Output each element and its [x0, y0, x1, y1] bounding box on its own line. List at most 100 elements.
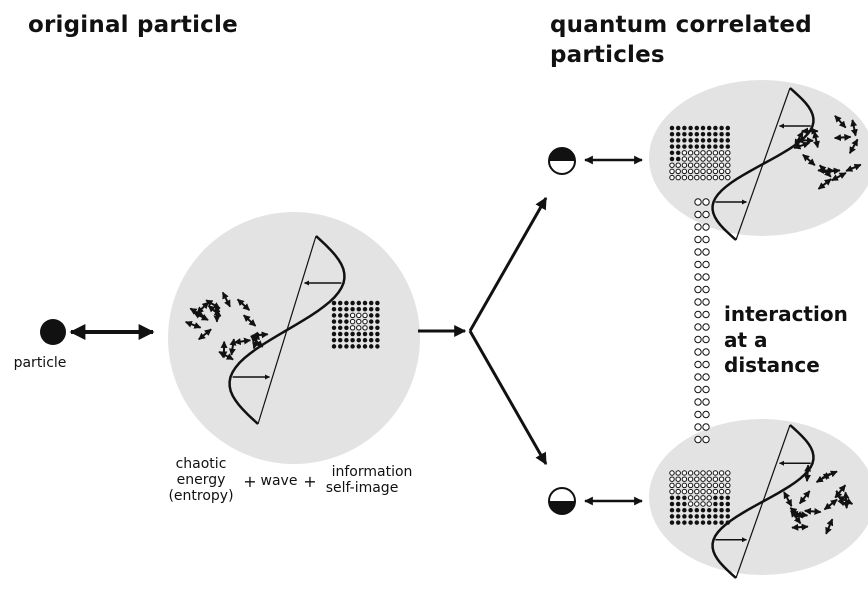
information-dot	[713, 496, 717, 500]
information-dot	[719, 144, 723, 148]
information-dot	[701, 132, 705, 136]
chain-dot	[703, 386, 709, 392]
information-dot	[713, 477, 717, 481]
chain-dot	[703, 199, 709, 205]
information-dot	[682, 151, 686, 155]
information-dot	[344, 313, 348, 317]
information-dot	[338, 307, 342, 311]
information-dot	[676, 151, 680, 155]
information-dot	[676, 157, 680, 161]
information-dot	[363, 338, 367, 342]
information-dot	[338, 326, 342, 330]
information-dot	[375, 326, 379, 330]
information-dot	[726, 157, 730, 161]
information-dot	[726, 471, 730, 475]
information-dot	[682, 471, 686, 475]
half-particle-bottom-icon	[549, 488, 575, 514]
information-dot	[670, 477, 674, 481]
information-dot	[726, 126, 730, 130]
information-dot	[695, 126, 699, 130]
chain-dot	[695, 399, 701, 405]
information-dot	[701, 126, 705, 130]
chain-dot	[703, 349, 709, 355]
information-dot	[676, 132, 680, 136]
information-dot	[357, 313, 361, 317]
information-dot	[682, 483, 686, 487]
information-dot	[670, 489, 674, 493]
information-dot	[719, 132, 723, 136]
chain-dot	[703, 286, 709, 292]
information-dot	[713, 144, 717, 148]
information-dot	[369, 344, 373, 348]
information-dot	[350, 338, 354, 342]
information-dot	[719, 502, 723, 506]
chain-dot	[703, 274, 709, 280]
information-dot	[375, 313, 379, 317]
information-dot	[713, 489, 717, 493]
information-dot	[701, 483, 705, 487]
information-dot	[682, 477, 686, 481]
label-chaotic: chaotic	[160, 457, 242, 472]
chain-dot	[703, 436, 709, 442]
information-dot	[719, 163, 723, 167]
information-dot	[695, 502, 699, 506]
information-dot	[719, 520, 723, 524]
information-dot	[719, 483, 723, 487]
information-dot	[670, 169, 674, 173]
information-dot	[363, 301, 367, 305]
information-dot	[363, 313, 367, 317]
information-dot	[357, 319, 361, 323]
information-dot	[695, 471, 699, 475]
information-dot	[707, 132, 711, 136]
information-dot	[344, 344, 348, 348]
information-dot	[695, 496, 699, 500]
information-dot	[707, 483, 711, 487]
label-self-image: self-image	[320, 481, 404, 496]
information-dot	[701, 163, 705, 167]
information-dot	[707, 508, 711, 512]
chain-dot	[695, 274, 701, 280]
information-dot	[344, 332, 348, 336]
information-dot	[688, 175, 692, 179]
information-dot	[375, 319, 379, 323]
information-dot	[344, 338, 348, 342]
information-dot	[350, 332, 354, 336]
information-dot	[375, 338, 379, 342]
information-dot	[707, 496, 711, 500]
information-dot	[688, 144, 692, 148]
chain-dot	[695, 324, 701, 330]
information-dot	[369, 313, 373, 317]
title-original-particle: original particle	[28, 12, 238, 39]
chain-dot	[703, 424, 709, 430]
chain-dot	[703, 236, 709, 242]
information-dot	[726, 496, 730, 500]
information-dot	[357, 307, 361, 311]
information-dot	[676, 483, 680, 487]
information-dot	[670, 471, 674, 475]
information-dot	[676, 508, 680, 512]
chain-dot	[695, 199, 701, 205]
information-dot	[695, 132, 699, 136]
information-dot	[676, 163, 680, 167]
information-dot	[701, 157, 705, 161]
information-dot	[695, 477, 699, 481]
information-dot	[713, 138, 717, 142]
information-dot	[701, 496, 705, 500]
information-dot	[719, 477, 723, 481]
title-particles: particles	[550, 42, 665, 69]
information-dot	[701, 471, 705, 475]
information-dot	[719, 138, 723, 142]
information-dot	[707, 151, 711, 155]
information-dot	[369, 307, 373, 311]
information-dot	[707, 144, 711, 148]
chaotic-energy-arrow	[835, 137, 851, 138]
information-dot	[713, 483, 717, 487]
information-dot	[682, 163, 686, 167]
information-dot	[682, 157, 686, 161]
information-dot	[332, 307, 336, 311]
information-dot	[707, 157, 711, 161]
information-dot	[688, 138, 692, 142]
chaotic-energy-arrow	[846, 492, 847, 508]
information-dot	[350, 319, 354, 323]
information-dot	[695, 138, 699, 142]
